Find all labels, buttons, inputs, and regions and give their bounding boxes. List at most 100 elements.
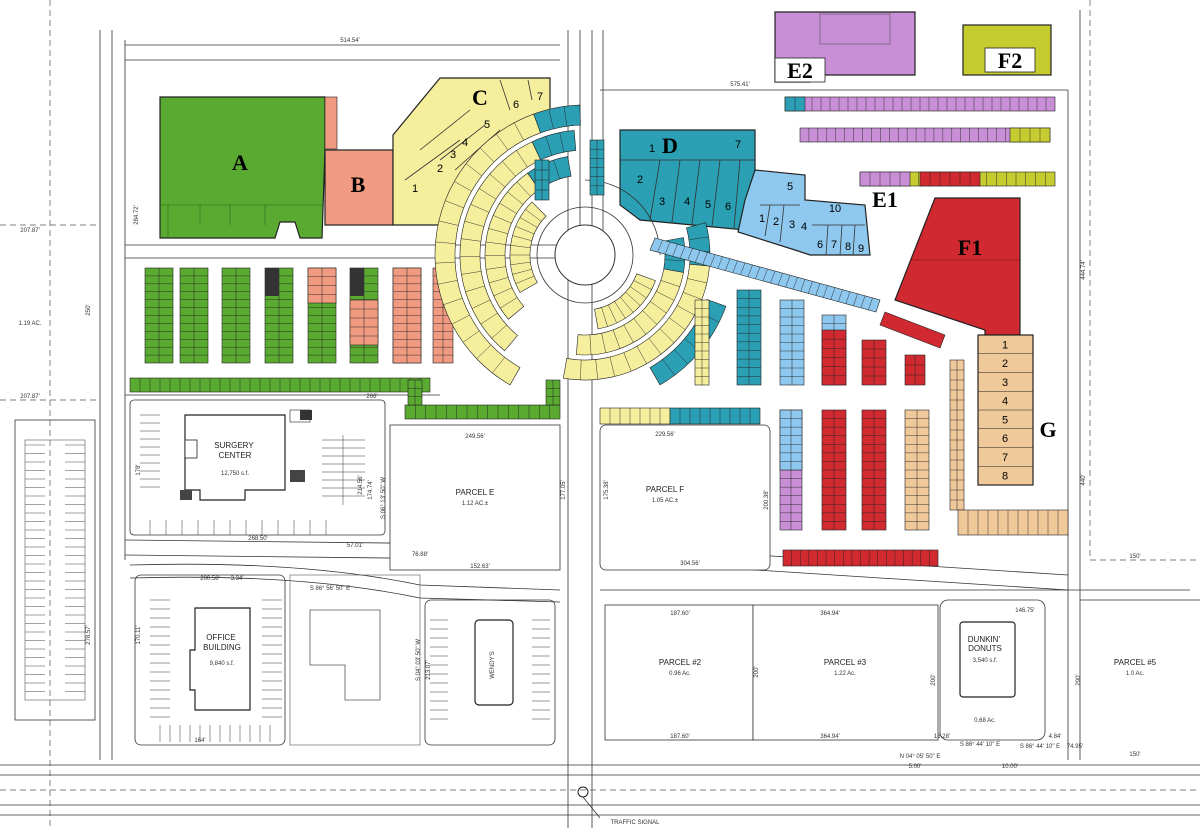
- traffic-signal-label: TRAFFIC SIGNAL: [610, 820, 660, 826]
- parking-bay-fill: [669, 407, 761, 425]
- building-e2-label: E2: [787, 58, 813, 83]
- parking-bay: [957, 509, 1069, 536]
- parking-stall-line: [545, 136, 553, 156]
- parking-stall-line: [649, 301, 667, 314]
- parking-stall-line: [732, 260, 738, 273]
- dim-top-a: 266': [366, 394, 377, 400]
- building-d-unit: 4: [684, 196, 690, 208]
- building-g-unit: 6: [1002, 433, 1008, 445]
- parking-stall-line: [830, 287, 836, 300]
- parcel-e-area: 1.12 AC.±: [462, 501, 489, 507]
- parking-stall-line: [516, 181, 531, 197]
- parking-stall-line: [499, 202, 517, 214]
- parking-bay-fill: [859, 171, 911, 187]
- dim-top-width: 514.54': [340, 38, 360, 44]
- left-parcel-area: 1.19 AC.: [18, 321, 41, 327]
- parking-stall-line: [662, 359, 675, 376]
- dim-g-side: 440': [1081, 474, 1087, 485]
- building-e2: E2: [774, 11, 916, 83]
- dim-parcel-f-side2: 200.38': [764, 490, 770, 510]
- dim-dunkin-top: 146.75': [1015, 608, 1035, 614]
- parking-bay: [589, 139, 605, 196]
- parking-bay: [599, 407, 671, 425]
- parking-stall-line: [687, 278, 707, 284]
- parcel-f-top-dim: 229.56': [655, 432, 675, 438]
- parking-stall-line: [512, 269, 532, 275]
- building-f1-label: F1: [958, 235, 982, 260]
- parking-stall-line: [608, 304, 617, 324]
- parking-bay: [221, 267, 251, 364]
- office-line1: OFFICE: [206, 633, 235, 642]
- parking-arc: [531, 130, 577, 161]
- parking-stall-line: [717, 256, 723, 269]
- building-d-unit: 2: [637, 174, 643, 186]
- surgery-center-area: 12,750 s.f.: [221, 471, 249, 477]
- parking-stall-line: [688, 236, 709, 241]
- parking-stall-line: [710, 254, 716, 267]
- parking-stall-line: [519, 217, 538, 228]
- parcel-3-label: PARCEL #3: [824, 658, 867, 667]
- parking-stall-line: [514, 122, 524, 141]
- parking-bay: [821, 409, 847, 531]
- parking-stall-line: [500, 297, 518, 309]
- parking-arc-fill: [531, 130, 577, 161]
- parking-stall-line: [868, 297, 873, 311]
- parking-stall-line: [656, 291, 675, 301]
- building-e1-unit: 8: [845, 241, 851, 253]
- parking-stall-line: [633, 280, 652, 290]
- dim-right-bearing: S 86° 44' 10" E: [1020, 744, 1060, 750]
- dim-surgery-side: 174.74': [368, 480, 374, 500]
- parking-stall-line: [664, 242, 671, 255]
- parking-stall-line: [464, 220, 484, 227]
- parking-bay: [861, 339, 887, 386]
- parking-stall-line: [838, 289, 843, 302]
- parking-stall-line: [445, 200, 464, 209]
- parking-stall-line: [853, 293, 858, 306]
- parking-stall-line: [601, 333, 607, 353]
- building-g-unit: 8: [1002, 471, 1008, 483]
- parcel-5-label: PARCEL #5: [1114, 658, 1157, 667]
- building-g-unit: 3: [1002, 377, 1008, 389]
- parking-stall-line: [687, 248, 693, 261]
- parking-stall-line: [548, 109, 554, 129]
- parking-stall-line: [676, 305, 695, 316]
- wendys-label: WENDY'S: [490, 651, 496, 678]
- dim-dunkin-b2: S 86° 44' 10" E: [960, 742, 1000, 748]
- building-g-unit: 7: [1002, 452, 1008, 464]
- office-building-site: OFFICE BUILDING 9,840 s.f.: [134, 574, 421, 746]
- parcel-3-top-dim: 364.94': [820, 611, 840, 617]
- parcel-f-area: 1.05 AC.±: [652, 498, 679, 504]
- parking-stall-line: [664, 259, 685, 262]
- parking-stall-line: [470, 204, 490, 213]
- building-c-unit: 5: [484, 119, 490, 131]
- parcel-f-bottom-dim: 304.56': [680, 561, 700, 567]
- building-d-unit: 3: [659, 196, 665, 208]
- parking-stall-line: [435, 241, 456, 244]
- building-e1-unit: 2: [773, 216, 779, 228]
- parking-stall-line: [479, 188, 497, 200]
- building-a: A: [159, 96, 326, 239]
- parking-bay: [392, 267, 422, 364]
- parking-stall-line: [462, 330, 480, 343]
- parking-stall-line: [461, 238, 481, 242]
- building-b: B: [324, 96, 394, 226]
- building-e1-unit: 1: [759, 213, 765, 225]
- parking-stall-line: [471, 299, 491, 309]
- parcel-e: PARCEL E 1.12 AC.± 249.56' 152.63': [389, 424, 561, 571]
- parking-stall-line: [461, 271, 482, 275]
- parking-stall-line: [435, 261, 456, 264]
- parcel-3-area: 1.22 Ac.: [834, 671, 856, 677]
- parcel-e-top-dim: 249.56': [465, 434, 485, 440]
- parking-bay: [404, 404, 561, 420]
- parking-stall-line: [515, 275, 535, 284]
- building-e1-unit: 5: [787, 181, 793, 193]
- building-c-unit: 4: [462, 137, 468, 149]
- parking-stall-line: [476, 344, 492, 359]
- parking-bay-fill: [599, 407, 671, 425]
- parking-stall-line: [488, 277, 509, 284]
- dim-left-207b: 207.87': [20, 394, 40, 400]
- parking-stall-line: [800, 279, 806, 292]
- parking-stall-line: [636, 346, 647, 364]
